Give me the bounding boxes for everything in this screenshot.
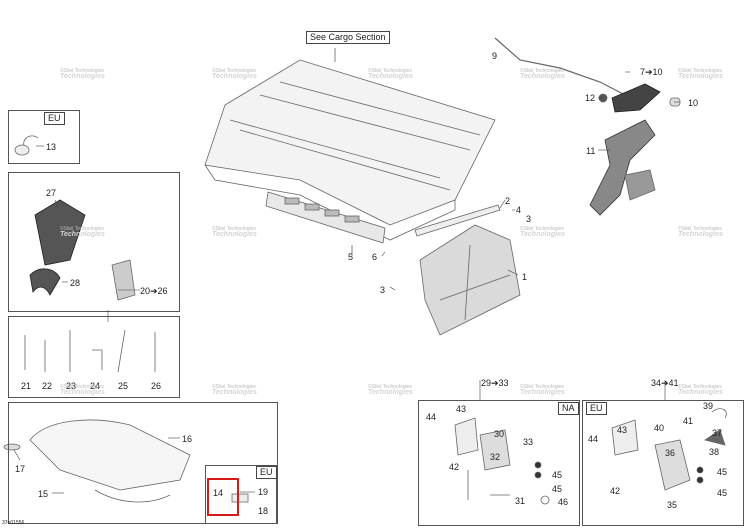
part-label: 34➔41 [651, 378, 679, 388]
part-label: 18 [258, 506, 269, 516]
part-label: 28 [70, 278, 81, 288]
part-label: 39 [703, 401, 714, 411]
part-label: 14 [213, 488, 224, 498]
part-label: 46 [558, 497, 569, 507]
part-label: 7➔10 [640, 67, 663, 77]
part-label: 45 [717, 488, 728, 498]
part-label: 44 [588, 434, 599, 444]
part-label: 38 [709, 447, 720, 457]
part-label: 25 [118, 381, 129, 391]
part-label: 23 [66, 381, 77, 391]
part-label: 30 [494, 429, 505, 439]
part-label: 6 [372, 252, 378, 262]
part-label: 2 [505, 196, 511, 206]
part-label: 42 [449, 462, 460, 472]
vehicle-box [8, 402, 278, 524]
eu-reflector-box [205, 465, 277, 524]
bag-kit-box [8, 172, 180, 312]
part-label: 20➔26 [140, 286, 168, 296]
tool-kit-box [8, 316, 180, 398]
see-cargo-tag: See Cargo Section [306, 31, 390, 44]
part-label: 27 [46, 188, 57, 198]
part-label: 45 [717, 467, 728, 477]
part-label: 43 [617, 425, 628, 435]
part-label: 5 [348, 252, 354, 262]
part-label: 32 [490, 452, 501, 462]
part-label: 1 [522, 272, 528, 282]
eu-tag-reflector: EU [256, 466, 277, 479]
part-label: 37 [712, 428, 723, 438]
part-label: 17 [15, 464, 26, 474]
part-label: 11 [586, 146, 596, 156]
eu-tag-mirror: EU [44, 112, 65, 125]
part-label: 4 [516, 205, 522, 215]
part-label: 29➔33 [481, 378, 509, 388]
part-label: 13 [46, 142, 57, 152]
part-label: 31 [515, 496, 526, 506]
part-label: 22 [42, 381, 53, 391]
highlight-box [207, 478, 239, 516]
part-label: 36 [665, 448, 676, 458]
part-label: 45 [552, 484, 563, 494]
na-tag: NA [558, 402, 579, 415]
part-label: 45 [552, 470, 563, 480]
part-label: 9 [492, 51, 498, 61]
part-label: 42 [610, 486, 621, 496]
part-label: 3 [380, 285, 386, 295]
part-label: 3 [526, 214, 532, 224]
part-label: 33 [523, 437, 534, 447]
part-label: 10 [688, 98, 699, 108]
part-label: 41 [683, 416, 694, 426]
eu-kit-box [582, 400, 744, 526]
part-label: 19 [258, 487, 269, 497]
part-label: 16 [182, 434, 193, 444]
figure-id: 37e01556 [2, 520, 25, 526]
part-label: 21 [21, 381, 32, 391]
part-label: 26 [151, 381, 162, 391]
part-label: 35 [667, 500, 678, 510]
part-label: 24 [90, 381, 101, 391]
na-kit-box [418, 400, 580, 526]
part-label: 44 [426, 412, 437, 422]
eu-tag-kit: EU [586, 402, 607, 415]
part-label: 43 [456, 404, 467, 414]
part-label: 40 [654, 423, 665, 433]
part-label: 12 [585, 93, 596, 103]
part-label: 15 [38, 489, 49, 499]
eu-mirror-box [8, 110, 80, 164]
